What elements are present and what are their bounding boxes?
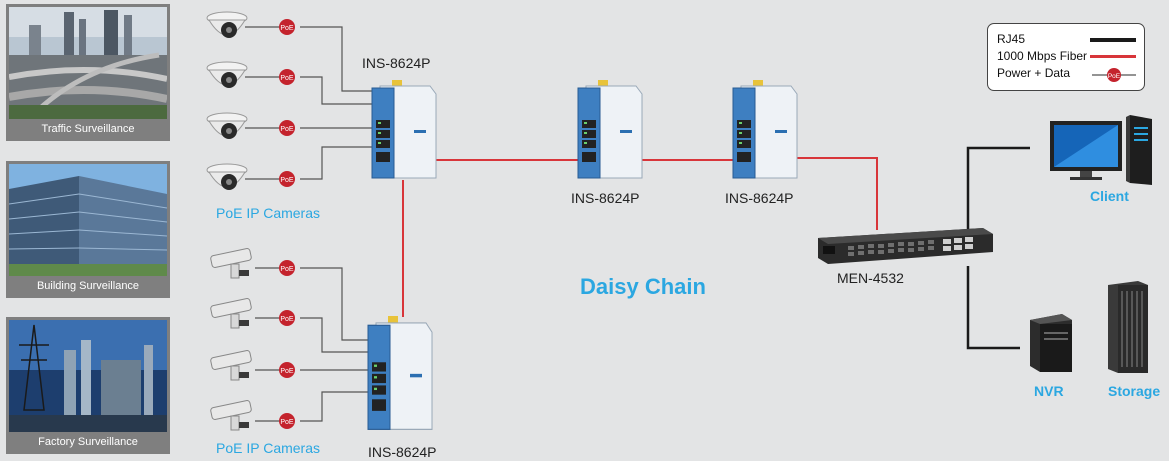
poe-badge: PoE bbox=[279, 19, 295, 35]
legend-power-symbol: PoE bbox=[1092, 68, 1136, 82]
dome-camera-icon bbox=[206, 61, 248, 88]
switch-label: INS-8624P bbox=[725, 190, 794, 206]
storage-server-icon bbox=[1108, 281, 1148, 373]
site-caption: Factory Surveillance bbox=[38, 436, 138, 448]
poe-badge: PoE bbox=[279, 310, 295, 326]
svg-text:PoE: PoE bbox=[280, 266, 294, 273]
client-label: Client bbox=[1090, 188, 1129, 204]
poe-badge: PoE bbox=[279, 362, 295, 378]
poe-tag: PoE bbox=[1108, 73, 1121, 80]
nvr-icon bbox=[1030, 314, 1072, 372]
svg-text:PoE: PoE bbox=[280, 419, 294, 426]
bullet-camera-icon bbox=[210, 298, 252, 329]
factory-surveillance-image bbox=[9, 320, 167, 432]
poe-badge: PoE bbox=[279, 69, 295, 85]
bullet-camera-icon bbox=[210, 400, 252, 431]
site-caption: Traffic Surveillance bbox=[41, 123, 135, 135]
industrial-switch-icon bbox=[367, 316, 433, 430]
bullet-camera-icon bbox=[210, 350, 252, 381]
storage-label: Storage bbox=[1108, 383, 1161, 399]
industrial-switch-icon bbox=[577, 80, 643, 179]
legend: RJ45 1000 Mbps Fiber Power + Data PoE bbox=[987, 23, 1145, 91]
diagram-title: Daisy Chain bbox=[580, 274, 706, 299]
svg-text:PoE: PoE bbox=[280, 126, 294, 133]
poe-badge: PoE bbox=[279, 260, 295, 276]
legend-power-label: Power + Data bbox=[997, 66, 1071, 80]
legend-fiber-line bbox=[1090, 55, 1136, 58]
legend-rj45-label: RJ45 bbox=[997, 32, 1026, 46]
industrial-switch-icon bbox=[732, 80, 798, 179]
core-switch-label: MEN-4532 bbox=[837, 270, 904, 286]
svg-text:PoE: PoE bbox=[280, 75, 294, 82]
switch-label: INS-8624P bbox=[362, 55, 431, 71]
svg-text:PoE: PoE bbox=[280, 25, 294, 32]
industrial-switch-icon bbox=[371, 80, 437, 179]
dome-camera-icon bbox=[206, 11, 248, 38]
poe-badge: PoE bbox=[279, 120, 295, 136]
bullet-camera-icon bbox=[210, 248, 252, 279]
building-surveillance-image bbox=[9, 164, 167, 276]
site-thumbnail-traffic: Traffic Surveillance bbox=[6, 4, 170, 141]
switch-label: INS-8624P bbox=[368, 444, 437, 460]
site-caption: Building Surveillance bbox=[36, 280, 140, 292]
svg-text:PoE: PoE bbox=[280, 177, 294, 184]
nvr-label: NVR bbox=[1034, 383, 1064, 399]
legend-rj45-line bbox=[1090, 38, 1136, 42]
site-thumbnail-factory: Factory Surveillance bbox=[6, 317, 170, 454]
rack-switch-icon bbox=[818, 228, 993, 264]
dome-camera-icon bbox=[206, 163, 248, 190]
svg-text:PoE: PoE bbox=[280, 316, 294, 323]
switch-label: INS-8624P bbox=[571, 190, 640, 206]
traffic-surveillance-image bbox=[9, 7, 167, 119]
camera-group-label: PoE IP Cameras bbox=[216, 440, 321, 456]
dome-camera-icon bbox=[206, 112, 248, 139]
legend-fiber-label: 1000 Mbps Fiber bbox=[997, 49, 1088, 63]
svg-text:PoE: PoE bbox=[280, 368, 294, 375]
client-computer-icon bbox=[1050, 115, 1152, 185]
poe-badge: PoE bbox=[279, 171, 295, 187]
site-thumbnail-building: Building Surveillance bbox=[6, 161, 170, 298]
camera-group-label: PoE IP Cameras bbox=[216, 205, 321, 221]
poe-badge: PoE bbox=[279, 413, 295, 429]
